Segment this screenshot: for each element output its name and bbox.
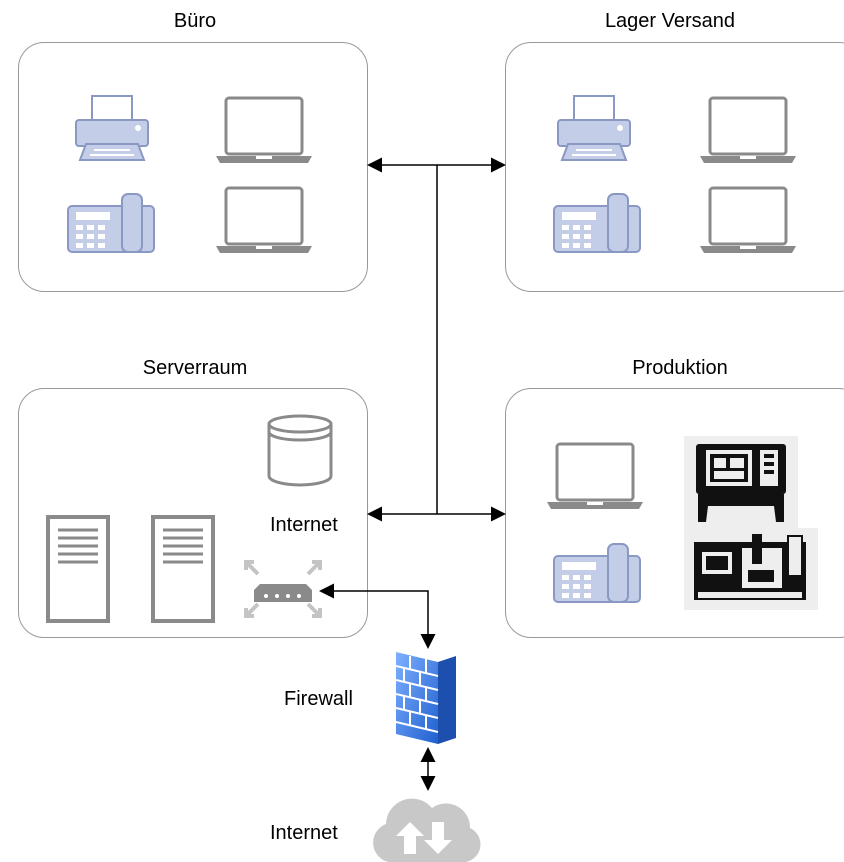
cloud-icon bbox=[373, 798, 481, 862]
router-internet-label: Internet bbox=[270, 514, 338, 536]
cnc-machine-icon bbox=[684, 436, 798, 528]
zone-title-lager: Lager Versand bbox=[604, 10, 736, 32]
desk-phone-icon bbox=[67, 193, 155, 253]
server-tower-icon bbox=[46, 515, 110, 623]
zone-title-serverraum: Serverraum bbox=[142, 357, 248, 379]
printer-icon bbox=[75, 95, 149, 161]
laptop-icon bbox=[547, 442, 643, 509]
desk-phone-icon bbox=[553, 543, 641, 603]
laptop-icon bbox=[216, 96, 312, 163]
zone-title-buero: Büro bbox=[173, 10, 217, 32]
laptop-icon bbox=[700, 186, 796, 253]
firewall-icon bbox=[396, 652, 456, 744]
cloud-internet-label: Internet bbox=[270, 822, 338, 844]
laptop-icon bbox=[216, 186, 312, 253]
cnc-lathe-icon bbox=[684, 528, 818, 610]
link-router-firewall bbox=[319, 583, 436, 649]
printer-icon bbox=[557, 95, 631, 161]
database-icon bbox=[267, 414, 333, 487]
server-tower-icon bbox=[151, 515, 215, 623]
zone-title-produktion: Produktion bbox=[632, 357, 728, 379]
laptop-icon bbox=[700, 96, 796, 163]
firewall-label: Firewall bbox=[284, 688, 353, 710]
desk-phone-icon bbox=[553, 193, 641, 253]
router-icon bbox=[244, 560, 322, 618]
